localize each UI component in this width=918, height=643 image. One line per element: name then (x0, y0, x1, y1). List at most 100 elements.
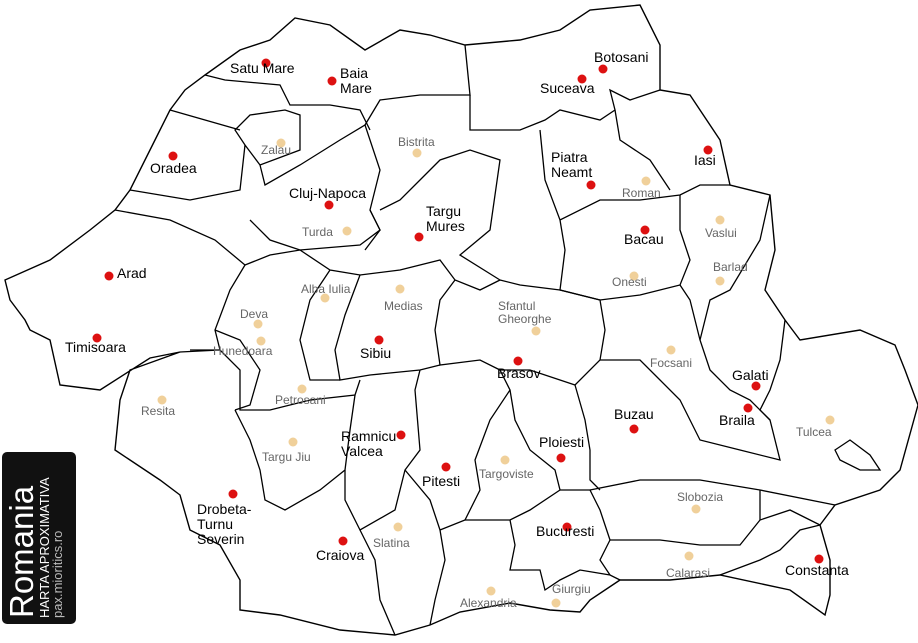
city-label: Alexandria (460, 596, 517, 610)
city-craiova: Craiova (316, 536, 364, 563)
city-label: Gheorghe (498, 312, 552, 326)
city-focsani: Focsani (650, 345, 692, 370)
city-label: Onesti (612, 275, 647, 289)
city-label: Tulcea (796, 425, 832, 439)
city-marker (253, 319, 263, 329)
city-timisoara: Timisoara (65, 333, 126, 355)
city-marker (393, 522, 403, 532)
city-label: Buzau (614, 406, 654, 422)
city-label: Iasi (694, 152, 716, 168)
city-constanta: Constanta (785, 554, 849, 578)
city-sibiu: Sibiu (360, 335, 391, 361)
city-marker (441, 462, 451, 472)
city-marker (276, 138, 286, 148)
city-marker (168, 151, 178, 161)
city-marker (577, 74, 587, 84)
city-marker (743, 403, 753, 413)
city-giurgiu: Giurgiu (551, 582, 591, 608)
city-label: Sfantul (498, 299, 535, 313)
city-label: Medias (384, 299, 423, 313)
city-alba-iulia: Alba Iulia (301, 282, 351, 303)
city-label: Petrosani (275, 393, 326, 407)
city-label: Mare (340, 80, 372, 96)
city-botosani: Botosani (594, 49, 648, 74)
city-label: Brasov (497, 365, 541, 381)
city-label: Focsani (650, 356, 692, 370)
city-suceava: Suceava (540, 74, 595, 96)
logo-site: pax.mioritics.ro (50, 530, 65, 618)
city-deva: Deva (240, 307, 268, 329)
city-marker (374, 335, 384, 345)
city-label: Arad (117, 265, 147, 281)
city-arad: Arad (104, 265, 147, 281)
city-roman: Roman (622, 176, 661, 200)
city-label: Targoviste (479, 467, 534, 481)
city-marker (598, 64, 608, 74)
country-outline (4, 4, 918, 636)
city-label: Constanta (785, 562, 849, 578)
city-pitesti: Pitesti (422, 462, 460, 489)
city-label: Mures (426, 218, 465, 234)
city-iasi: Iasi (694, 145, 716, 168)
city-slatina: Slatina (373, 522, 410, 550)
city-marker (629, 271, 639, 281)
city-braila: Braila (719, 403, 755, 428)
map-logo: Romania HARTA APROXIMATIVA pax.mioritics… (2, 452, 76, 624)
city-marker (320, 293, 330, 303)
city-marker (261, 58, 271, 68)
city-marker (256, 336, 266, 346)
city-label: Severin (197, 531, 244, 547)
city-label: Bacau (624, 231, 664, 247)
city-label: Zalau (261, 143, 291, 157)
city-label: Giurgiu (552, 582, 591, 596)
city-label: Calarasi (666, 566, 710, 580)
city-marker (586, 180, 596, 190)
city-label: Hunedoara (213, 344, 273, 358)
city-galati: Galati (732, 367, 769, 391)
city-label: Barlad (713, 260, 748, 274)
city-label: Satu Mare (230, 60, 295, 76)
city-marker (486, 586, 496, 596)
city-hunedoara: Hunedoara (213, 336, 273, 358)
city-label: Bucuresti (536, 523, 594, 539)
city-petrosani: Petrosani (275, 384, 326, 407)
city-marker (715, 215, 725, 225)
city-marker (288, 437, 298, 447)
city-marker (395, 284, 405, 294)
city-label: Craiova (316, 547, 364, 563)
city-bistrita: Bistrita (398, 135, 435, 158)
city-label: Valcea (341, 443, 383, 459)
city-marker (327, 76, 337, 86)
city-label: Sibiu (360, 345, 391, 361)
city-label: Pitesti (422, 473, 460, 489)
city-alexandria: Alexandria (460, 586, 517, 610)
city-label: Turda (302, 225, 333, 239)
city-label: Oradea (150, 160, 197, 176)
city-label: Ploiesti (539, 434, 584, 450)
city-label: Targu Jiu (262, 450, 311, 464)
city-marker (629, 424, 639, 434)
city-satu-mare: Satu Mare (230, 58, 295, 76)
city-turda: Turda (302, 225, 352, 239)
city-ploiesti: Ploiesti (539, 434, 584, 463)
city-label: Drobeta- (197, 501, 252, 517)
city-marker (500, 455, 510, 465)
county-borders (114, 44, 882, 636)
city-marker (640, 225, 650, 235)
city-calarasi: Calarasi (666, 551, 710, 580)
city-onesti: Onesti (612, 271, 647, 289)
city-marker (324, 200, 334, 210)
city-marker (157, 395, 167, 405)
city-marker (814, 554, 824, 564)
city-label: Bistrita (398, 135, 435, 149)
city-marker (92, 333, 102, 343)
city-label: Botosani (594, 49, 648, 65)
city-medias: Medias (384, 284, 423, 313)
